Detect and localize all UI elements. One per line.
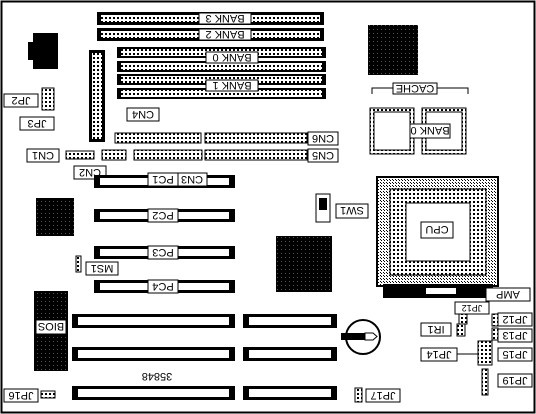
cn5-label: CN5 — [312, 149, 334, 161]
jp17-label-box — [365, 388, 401, 403]
cn1-label-box — [26, 148, 60, 163]
cache-bank-label: BANK 0 — [410, 124, 449, 136]
cn1-label: CN1 — [32, 149, 54, 161]
pc3-label: PC3 — [152, 246, 173, 258]
amp-label-box — [485, 287, 531, 302]
cache-title: CACHE — [396, 82, 435, 94]
bios-label-box — [35, 319, 67, 335]
cache-chip-large — [368, 25, 418, 75]
jp12-label: JP12 — [502, 313, 527, 325]
jp17-label: JP17 — [370, 389, 395, 401]
board-id: 35848 — [142, 370, 173, 382]
j12-label-box — [497, 312, 533, 327]
chipset-left — [36, 198, 74, 236]
pc3-label-box — [147, 245, 179, 260]
cn6-connector — [204, 132, 308, 144]
jp15-label: JP15 — [502, 348, 527, 360]
pc4-label-box — [147, 279, 179, 294]
sw1-label: SW1 — [340, 204, 364, 216]
ms1-label: MS1 — [91, 262, 114, 274]
cn4-label: CN4 — [132, 108, 154, 120]
bank0-label-box — [205, 51, 259, 64]
jp16-label-box — [3, 388, 39, 403]
cpu-label-box — [420, 221, 454, 239]
bank2-label-box — [198, 28, 252, 41]
jp19-label-box — [497, 373, 533, 388]
cn6-label-box — [307, 131, 339, 146]
jp16-label: JP16 — [8, 389, 33, 401]
ir1-label: IR1 — [427, 323, 444, 335]
memory-banks: BANK 3 BANK 2 BANK 0 BANK 1 — [97, 12, 326, 99]
jp13-label: JP13 — [502, 329, 527, 341]
cn1-connector — [65, 150, 95, 160]
jp12-label-box — [454, 301, 490, 315]
cpu-label: CPU — [425, 223, 448, 235]
cache-bank-label-box — [409, 123, 451, 139]
cn5-label-box — [307, 148, 339, 163]
bank2-label: BANK 2 — [205, 28, 244, 40]
pc4-label: PC4 — [152, 280, 173, 292]
keyboard-connector — [33, 33, 58, 69]
jp14-label: JP14 — [426, 348, 451, 360]
cn6-label: CN6 — [312, 132, 334, 144]
bank1-label-box — [205, 79, 259, 92]
bank3-label: BANK 3 — [205, 12, 244, 24]
jp13-label-box — [497, 328, 533, 343]
ir1-connector — [456, 323, 466, 337]
pc2-label: PC2 — [152, 209, 173, 221]
cn2-connector — [101, 149, 127, 161]
chipset-center — [276, 236, 332, 292]
cn4-label-box — [126, 107, 160, 122]
bank0-label: BANK 0 — [212, 51, 251, 63]
ir1-label-box — [420, 322, 452, 337]
cache-title-box — [392, 82, 438, 95]
jp2-label: JP2 — [12, 94, 31, 106]
cn5-connector — [204, 149, 308, 161]
bios-label: BIOS — [38, 320, 64, 332]
jp12-top-label: JP12 — [462, 303, 483, 313]
jp15-label-box — [497, 347, 533, 362]
jp2-label-box — [3, 93, 39, 108]
sw1-label-box — [335, 203, 369, 219]
jp3-label: JP3 — [28, 117, 47, 129]
cn3-label: CN3 — [181, 173, 203, 185]
pc1-label: PC1 — [152, 173, 173, 185]
amp-label: AMP — [496, 288, 520, 300]
cn4-connector — [114, 132, 202, 144]
bank1-label: BANK 1 — [212, 79, 251, 91]
bank3-label-box — [198, 12, 252, 25]
pc2-label-box — [147, 208, 179, 223]
jp19-label: JP19 — [502, 374, 527, 386]
jp3-label-box — [19, 116, 55, 131]
cn3-connector — [133, 149, 203, 161]
pc1-label-box — [147, 172, 179, 187]
ms1-label-box — [85, 261, 119, 276]
jp12-jumper-block — [458, 313, 468, 325]
